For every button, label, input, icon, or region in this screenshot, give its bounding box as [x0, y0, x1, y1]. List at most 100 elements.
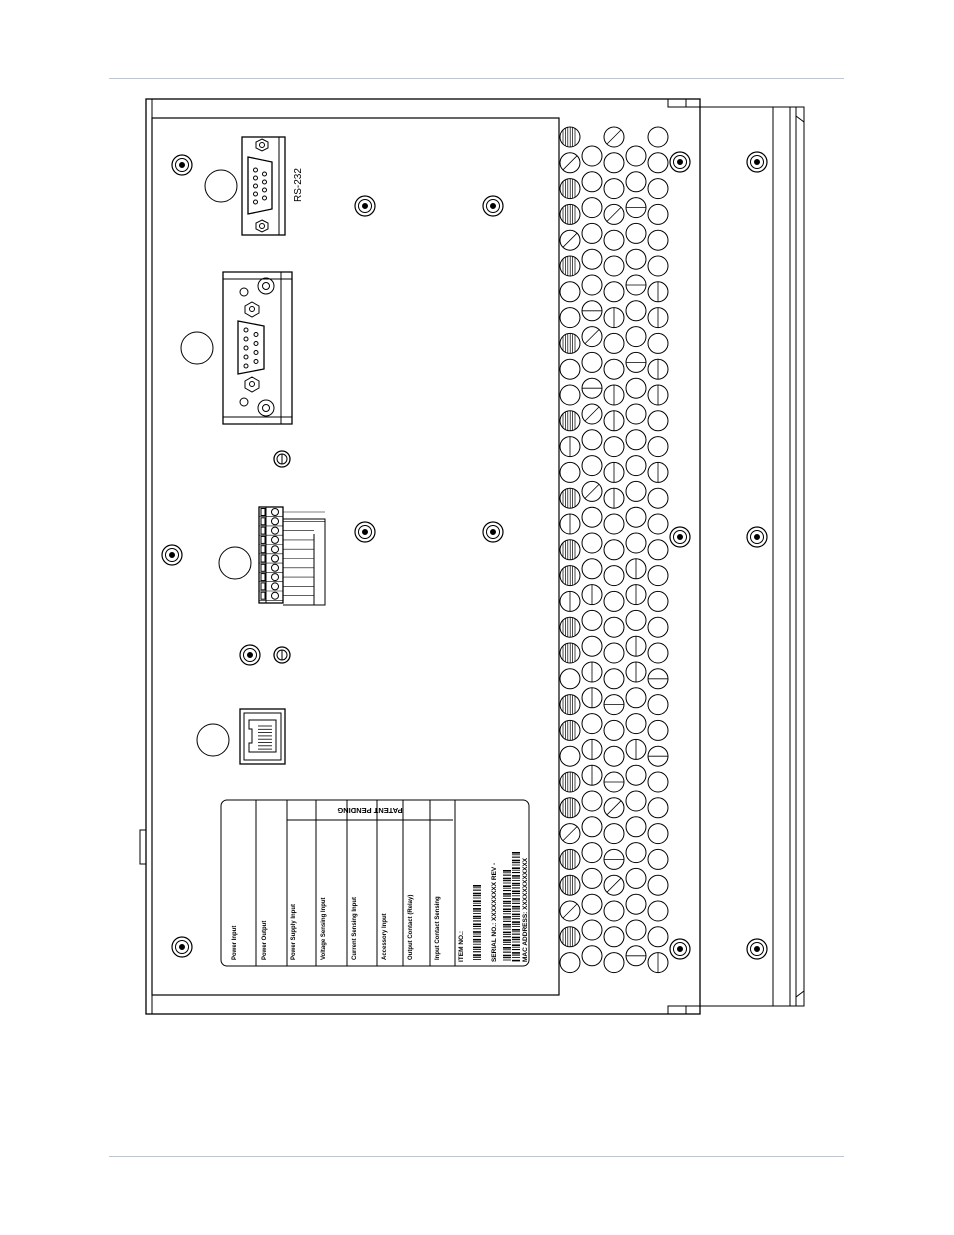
vent-hole: [647, 332, 669, 354]
vent-hole: [559, 565, 581, 587]
vent-hole: [603, 152, 625, 174]
footer-rule: [109, 1156, 844, 1157]
vent-hole: [559, 771, 581, 793]
vent-hole: [559, 590, 581, 612]
vent-hole: [603, 590, 625, 612]
vent-hole: [559, 616, 581, 638]
vent-hole: [603, 771, 625, 793]
vent-hole: [581, 661, 603, 683]
rs232-connector[interactable]: RS-232: [204, 136, 304, 236]
vent-hole: [581, 713, 603, 735]
vent-hole: [647, 745, 669, 767]
vent-hole: [647, 539, 669, 561]
plate-column-label: Power Output: [262, 921, 268, 960]
vent-hole: [603, 848, 625, 870]
vent-hole: [581, 351, 603, 373]
vent-hole: [647, 668, 669, 690]
vent-hole: [559, 410, 581, 432]
screw-icon: [746, 151, 768, 173]
vent-hole: [647, 616, 669, 638]
mac-address-text: MAC ADDRESS: XXXXXXXXXXXX: [522, 857, 529, 962]
vent-hole: [559, 126, 581, 148]
vent-hole: [559, 332, 581, 354]
vent-hole: [647, 874, 669, 896]
plate-column-label: Power Input: [232, 926, 238, 960]
vent-hole: [559, 461, 581, 483]
vent-hole: [603, 384, 625, 406]
vent-hole: [625, 945, 647, 967]
vent-hole: [625, 403, 647, 425]
vent-hole: [647, 719, 669, 741]
vent-hole: [559, 436, 581, 458]
vent-hole: [603, 410, 625, 432]
vent-hole: [603, 823, 625, 845]
vent-hole: [581, 919, 603, 941]
vent-hole: [559, 487, 581, 509]
vent-hole: [647, 229, 669, 251]
vent-hole: [625, 713, 647, 735]
vent-hole: [625, 326, 647, 348]
vent-hole: [559, 719, 581, 741]
ethernet-port[interactable]: [196, 708, 286, 765]
plate-column-label: Input Contact Sensing: [435, 896, 441, 960]
vent-hole: [581, 945, 603, 967]
vent-hole: [581, 893, 603, 915]
vent-hole: [603, 281, 625, 303]
vent-hole: [581, 429, 603, 451]
vent-hole: [625, 609, 647, 631]
vent-hole: [559, 203, 581, 225]
vent-hole: [581, 274, 603, 296]
vent-hole: [647, 590, 669, 612]
header-rule: [109, 78, 844, 79]
vent-hole: [625, 738, 647, 760]
vent-hole: [647, 436, 669, 458]
vent-hole: [603, 229, 625, 251]
vent-hole: [603, 616, 625, 638]
vent-hole: [581, 197, 603, 219]
vent-hole: [559, 358, 581, 380]
vent-hole: [625, 867, 647, 889]
vent-hole: [647, 952, 669, 974]
vent-hole: [647, 797, 669, 819]
vent-hole: [647, 487, 669, 509]
db9-connector[interactable]: [180, 271, 293, 425]
plate-column-label: Power Supply Input: [291, 904, 297, 960]
vent-hole: [647, 358, 669, 380]
vent-hole: [581, 326, 603, 348]
vent-hole: [625, 274, 647, 296]
rs232-label: RS-232: [293, 168, 304, 202]
vent-hole: [581, 480, 603, 502]
vent-hole: [625, 248, 647, 270]
vent-hole: [559, 642, 581, 664]
vent-hole: [581, 867, 603, 889]
vent-hole: [625, 687, 647, 709]
vent-hole: [581, 558, 603, 580]
vent-hole: [603, 874, 625, 896]
vent-hole: [625, 197, 647, 219]
plate-column-label: Output Contact (Relay): [408, 895, 414, 960]
plate-column-label: Voltage Sensing Input: [321, 897, 327, 960]
vent-hole: [559, 952, 581, 974]
vent-hole: [647, 203, 669, 225]
vent-hole: [647, 900, 669, 922]
vent-hole: [625, 558, 647, 580]
screw-icon: [161, 544, 183, 566]
vent-hole: [581, 300, 603, 322]
screw-icon: [482, 195, 504, 217]
vent-hole: [559, 823, 581, 845]
vent-hole: [559, 848, 581, 870]
vent-hole: [603, 178, 625, 200]
screw-icon: [239, 644, 261, 666]
vent-hole: [625, 171, 647, 193]
screw-icon: [669, 151, 691, 173]
vent-hole: [647, 513, 669, 535]
vent-hole: [559, 745, 581, 767]
vent-hole: [581, 506, 603, 528]
vent-hole: [647, 384, 669, 406]
inner-panel: [151, 117, 560, 996]
vent-hole: [603, 745, 625, 767]
terminal-block[interactable]: [218, 506, 326, 606]
vent-hole: [603, 332, 625, 354]
